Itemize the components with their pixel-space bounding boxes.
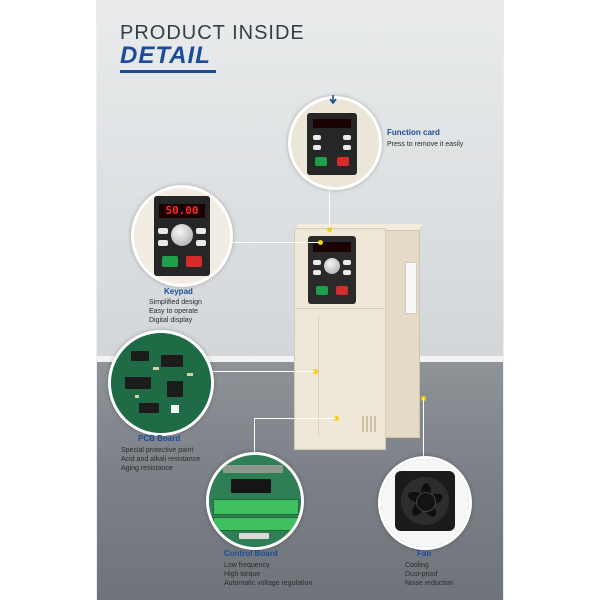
control-board-line-1: Low frequency (224, 562, 270, 569)
function-card-display (313, 119, 351, 128)
pcb-pad (135, 395, 139, 398)
heading-line2: DETAIL (120, 42, 211, 69)
function-card-key (343, 145, 351, 150)
pcb-surface (111, 333, 211, 433)
inverter-display (313, 242, 351, 252)
inverter-divider (294, 308, 384, 309)
heading-line1: PRODUCT INSIDE (120, 22, 305, 44)
pcb-chip (125, 377, 151, 389)
function-card-key (313, 135, 321, 140)
keypad-stop-key (186, 256, 202, 267)
control-board-image (206, 452, 304, 550)
pcb-pad (187, 373, 193, 376)
inverter-vent (362, 416, 378, 432)
function-card-panel (307, 113, 357, 175)
inverter-key (313, 260, 321, 265)
leader-line-control-board-drop (254, 418, 255, 452)
fan-line-2: Dust-proof (405, 571, 438, 578)
leader-line-function-card (329, 178, 330, 228)
fan-line-1: Cooling (405, 562, 429, 569)
inverter-key (343, 270, 351, 275)
leader-line-fan (423, 398, 424, 456)
keypad-panel: 50.00 (154, 196, 210, 276)
keypad-title: Keypad (164, 287, 193, 296)
inverter-keypad-panel (308, 236, 356, 304)
control-board-line-2: High torque (224, 571, 261, 578)
arrow-down-icon (329, 95, 337, 105)
inverter-key (343, 260, 351, 265)
leader-line-keypad (228, 242, 320, 243)
function-card-text: Press to remove it easily (387, 141, 464, 148)
fan-hub (416, 492, 436, 512)
inverter-key (313, 270, 321, 275)
leader-line-control-board (254, 418, 336, 419)
marker-dot-function-card (327, 227, 332, 232)
pcb-board-line-3: Aging resistance (121, 465, 173, 472)
leader-line-pcb (210, 371, 315, 372)
pcb-pad (171, 405, 179, 413)
function-card-stop-key (337, 157, 349, 166)
pcb-pad (153, 367, 159, 370)
keypad-line-3: Digital display (149, 317, 193, 324)
fan-line-3: Noise reduction (405, 580, 454, 587)
keypad-image: 50.00 (131, 185, 233, 287)
control-board-chip (239, 533, 269, 539)
control-board-terminal (213, 499, 299, 515)
function-card-key (313, 145, 321, 150)
function-card-run-key (315, 157, 327, 166)
pcb-chip (131, 351, 149, 361)
keypad-line-1: Simplified design (149, 299, 202, 306)
function-card-image (288, 96, 382, 190)
keypad-key (158, 240, 168, 246)
keypad-display: 50.00 (159, 204, 205, 218)
keypad-knob (171, 224, 193, 246)
keypad-key (158, 228, 168, 234)
control-board-connector (231, 479, 271, 493)
keypad-key (196, 240, 206, 246)
pcb-board-title: PCB Board (138, 434, 181, 443)
pcb-chip (167, 381, 183, 397)
inverter-stop-key (336, 286, 348, 295)
heading-underline (120, 70, 216, 73)
inverter-knob (324, 258, 340, 274)
marker-dot-control-board (334, 416, 339, 421)
control-board-chip (223, 465, 283, 473)
keypad-run-key (162, 256, 178, 267)
function-card-key (343, 135, 351, 140)
keypad-line-2: Easy to operate (149, 308, 199, 315)
control-board-title: Control Board (224, 549, 278, 558)
marker-dot-keypad (318, 240, 323, 245)
pcb-chip (161, 355, 183, 367)
control-board-surface (209, 455, 301, 547)
pcb-board-line-1: Special protective paint (121, 447, 194, 454)
inverter-cover-seam (310, 316, 319, 436)
control-board-terminal (213, 517, 299, 531)
pcb-board-image (108, 330, 214, 436)
function-card-title: Function card (387, 128, 440, 137)
fan-image (378, 456, 472, 550)
marker-dot-pcb (313, 369, 318, 374)
pcb-chip (139, 403, 159, 413)
keypad-key (196, 228, 206, 234)
inverter-sticker (405, 262, 417, 314)
fan-title: Fan (417, 549, 432, 558)
inverter-run-key (316, 286, 328, 295)
pcb-board-line-2: Acid and alkali resistance (121, 456, 200, 463)
control-board-line-3: Automatic voltage regulation (224, 580, 313, 587)
